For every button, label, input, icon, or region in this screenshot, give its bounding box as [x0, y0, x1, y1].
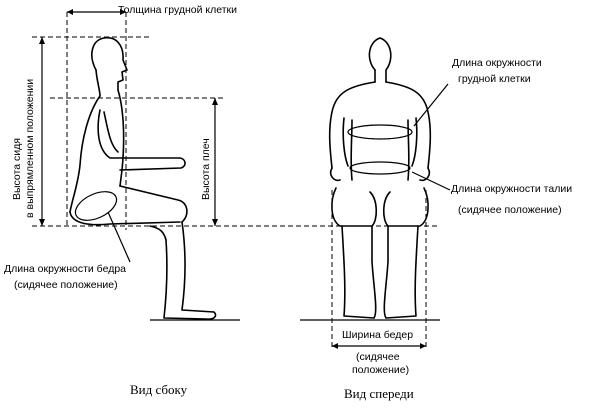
hip-width-label-1: Ширина бедер	[342, 329, 413, 341]
side-view-caption: Вид сбоку	[130, 382, 188, 397]
chest-depth-label: Толщина грудной клетки	[118, 4, 237, 16]
waist-circ-label-2: (сидячее положение)	[458, 204, 562, 216]
front-view-figure	[328, 37, 432, 319]
sitting-height-label-2: в выпрямленном положении	[24, 79, 36, 218]
front-view-labels: Длина окружности грудной клетки Длина ок…	[342, 57, 572, 376]
chest-circ-label-1: Длина окружности	[452, 57, 542, 69]
shoulder-height-label: Высота плеч	[200, 138, 212, 200]
hip-width-label-3: положение)	[352, 364, 409, 376]
view-captions: Вид сбоку Вид спереди	[130, 382, 414, 401]
side-view-measurements	[32, 9, 440, 321]
hip-width-label-2: (сидячее	[356, 351, 400, 363]
front-view-caption: Вид спереди	[344, 386, 414, 401]
side-view-figure	[69, 36, 217, 320]
thigh-circ-label-1: Длина окружности бедра	[4, 263, 126, 275]
side-view-labels: Толщина грудной клетки Высота сидя в вып…	[4, 4, 237, 291]
waist-circ-label-1: Длина окружности талии	[451, 183, 572, 195]
thigh-circ-label-2: (сидячее положение)	[14, 279, 118, 291]
sitting-height-label-1: Высота сидя	[11, 138, 23, 200]
front-view-measurements	[300, 83, 451, 350]
chest-circ-label-2: грудной клетки	[458, 73, 531, 85]
